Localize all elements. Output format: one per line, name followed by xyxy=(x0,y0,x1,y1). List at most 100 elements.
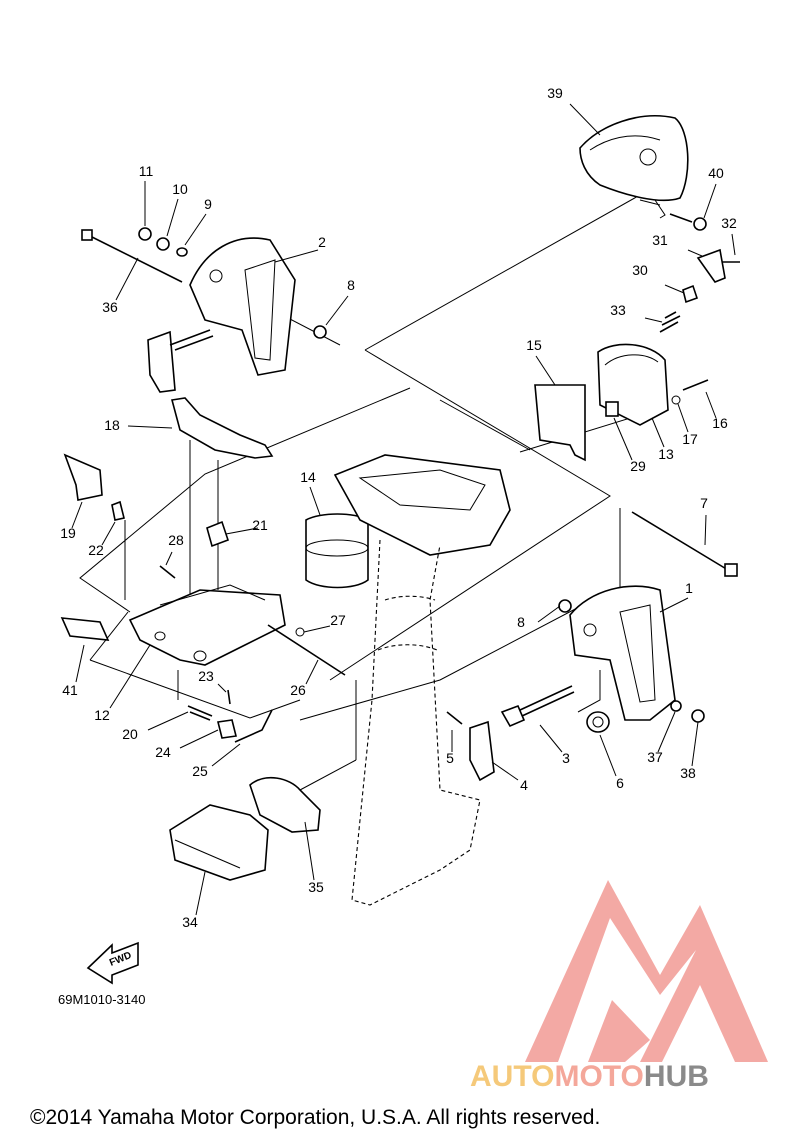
part-number-label: 7 xyxy=(700,495,708,511)
part-number-label: 24 xyxy=(155,744,171,760)
part-18-plate xyxy=(170,397,274,459)
part-number-label: 23 xyxy=(198,668,214,684)
part-number-label: 8 xyxy=(347,277,355,293)
leader-line xyxy=(325,295,349,326)
part-number-label: 27 xyxy=(330,612,346,628)
leader-line xyxy=(147,711,189,731)
part-labels: 1234567889101112131415161718192021222324… xyxy=(60,85,737,930)
leader-line xyxy=(75,644,85,683)
fwd-arrow-icon xyxy=(86,941,139,985)
leader-line xyxy=(305,659,319,685)
part-38-nut xyxy=(691,709,705,723)
part-number-label: 13 xyxy=(658,446,674,462)
leader-line xyxy=(687,249,703,257)
part-number-label: 19 xyxy=(60,525,76,541)
part-number-label: 35 xyxy=(308,879,324,895)
part-24-lever xyxy=(217,719,237,739)
part-7-bolt xyxy=(631,511,738,577)
leader-line xyxy=(309,486,321,516)
part-number-label: 14 xyxy=(300,469,316,485)
leader-line xyxy=(703,183,717,219)
part-number-label: 28 xyxy=(168,532,184,548)
leader-line xyxy=(539,724,563,753)
part-2-clamp-bracket xyxy=(147,237,296,393)
part-26-rod xyxy=(267,624,346,676)
part-drive-shaft-housing xyxy=(333,454,511,906)
part-number-label: 36 xyxy=(102,299,118,315)
part-number-label: 16 xyxy=(712,415,728,431)
leader-line xyxy=(569,103,601,136)
leader-line xyxy=(731,233,736,256)
part-number-label: 20 xyxy=(122,726,138,742)
part-8-washer-lower xyxy=(558,599,572,613)
part-number-label: 9 xyxy=(204,196,212,212)
part-number-label: 37 xyxy=(647,749,663,765)
copyright-text: ©2014 Yamaha Motor Corporation, U.S.A. A… xyxy=(30,1106,600,1129)
part-number-label: 1 xyxy=(685,580,693,596)
part-number-label: 26 xyxy=(290,682,306,698)
leader-line xyxy=(195,871,206,916)
part-6-cap xyxy=(586,711,610,733)
part-25-rod xyxy=(234,709,273,743)
part-number-label: 10 xyxy=(172,181,188,197)
leader-line xyxy=(127,425,173,429)
watermark-logo-text: AUTOMOTOHUB xyxy=(470,1060,709,1093)
part-number-label: 33 xyxy=(610,302,626,318)
part-12-swivel-bracket xyxy=(128,584,286,666)
leader-line xyxy=(165,551,173,566)
leader-line xyxy=(535,355,556,386)
logo-part-moto: MOTO xyxy=(554,1060,643,1093)
leader-line xyxy=(166,198,179,237)
leader-line xyxy=(704,514,707,546)
part-number-label: 31 xyxy=(652,232,668,248)
part-34-clamp xyxy=(169,804,269,881)
leader-line xyxy=(657,711,676,753)
leader-line xyxy=(599,734,617,777)
part-41-label xyxy=(60,617,110,641)
part-number-label: 21 xyxy=(252,517,268,533)
leader-line xyxy=(179,729,219,749)
part-number-label: 17 xyxy=(682,431,698,447)
part-1-clamp-bracket xyxy=(569,585,676,721)
watermark-logo-mark xyxy=(525,880,768,1062)
part-19-lever xyxy=(63,453,103,501)
leader-line xyxy=(303,625,331,633)
leader-line xyxy=(677,403,689,433)
part-number-label: 15 xyxy=(526,337,542,353)
part-22-screw xyxy=(111,500,125,521)
part-27-clip xyxy=(295,627,305,637)
part-number-label: 30 xyxy=(632,262,648,278)
part-37-washer xyxy=(670,700,682,712)
part-number-label: 6 xyxy=(616,775,624,791)
part-36-bolt xyxy=(81,227,188,283)
diagram-code: 69M1010-3140 xyxy=(58,992,145,1007)
leader-line xyxy=(691,721,699,767)
part-number-label: 8 xyxy=(517,614,525,630)
part-number-label: 11 xyxy=(139,163,154,179)
leader-line xyxy=(71,501,83,529)
part-number-label: 25 xyxy=(192,763,208,779)
leader-line xyxy=(217,683,227,693)
part-number-label: 18 xyxy=(104,417,120,433)
part-14-bushing xyxy=(305,513,369,589)
leader-line xyxy=(184,213,207,246)
leader-line xyxy=(225,527,259,535)
part-21-block xyxy=(206,520,230,548)
leader-line xyxy=(274,249,319,263)
leader-line xyxy=(211,743,241,767)
part-number-label: 34 xyxy=(182,914,198,930)
logo-part-auto: AUTO xyxy=(470,1060,554,1093)
part-23-pin xyxy=(227,689,231,705)
part-8-washer-upper xyxy=(313,325,327,339)
leader-line xyxy=(664,284,685,294)
logo-part-hub: HUB xyxy=(644,1060,709,1093)
part-number-label: 12 xyxy=(94,707,110,723)
part-5-pin xyxy=(446,711,463,725)
part-4-clamp-pad xyxy=(469,720,495,782)
part-39-cover xyxy=(579,115,689,219)
part-number-label: 4 xyxy=(520,777,528,793)
leader-line xyxy=(613,417,633,461)
part-number-label: 39 xyxy=(547,85,563,101)
leader-line xyxy=(644,317,663,323)
